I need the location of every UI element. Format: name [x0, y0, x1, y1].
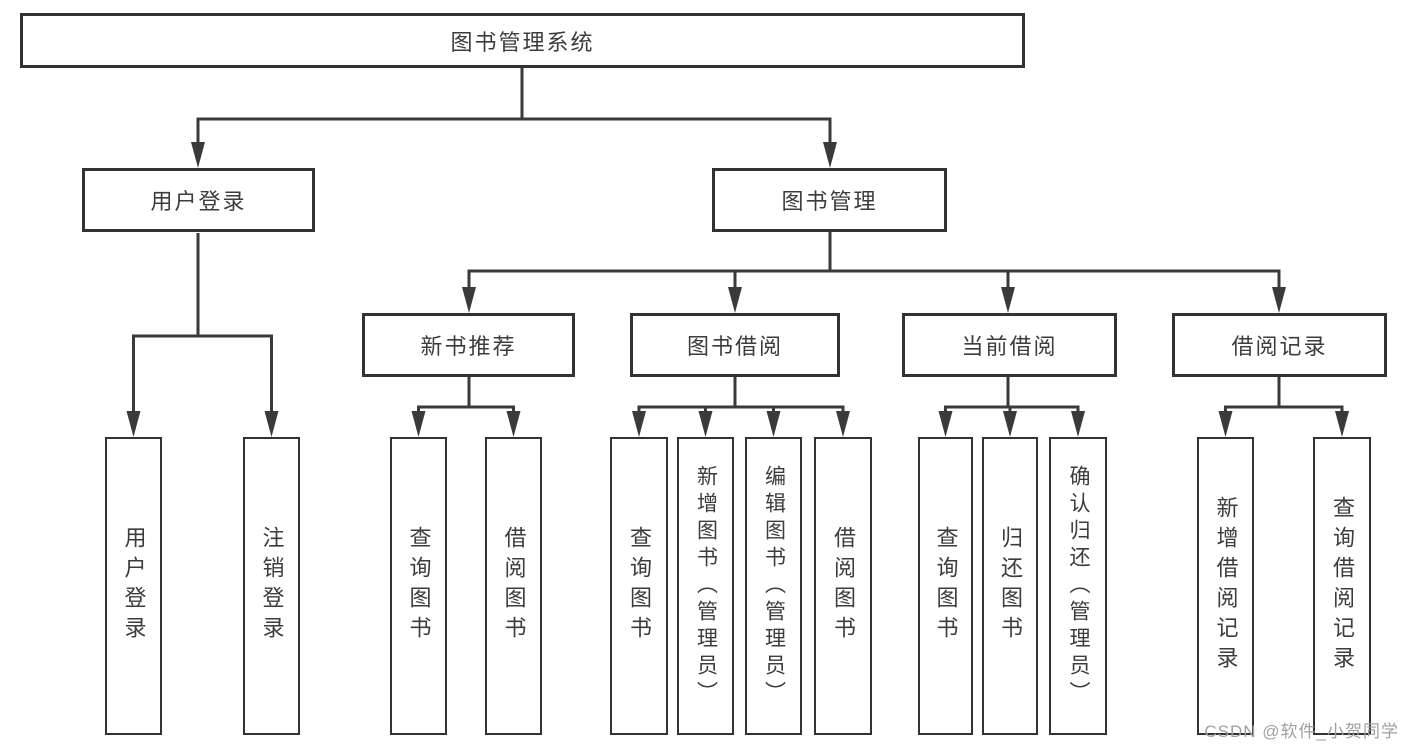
arrowheads — [126, 142, 1349, 437]
node-user-login-group: 用户登录 — [82, 168, 315, 232]
arrowhead — [1218, 411, 1233, 437]
node-leaf-br-query-record: 查询借阅记录 — [1313, 437, 1371, 735]
arrowhead — [1335, 411, 1349, 437]
node-current-borrow: 当前借阅 — [902, 313, 1117, 377]
connector-lines — [132, 66, 1344, 413]
arrowhead — [938, 411, 953, 437]
node-leaf-cb-confirm-return-admin: 确认归还（管理员） — [1049, 437, 1107, 735]
node-leaf-cb-return-book: 归还图书 — [982, 437, 1038, 735]
node-leaf-bb-add-book-admin: 新增图书（管理员） — [677, 437, 734, 735]
arrowhead — [126, 411, 141, 437]
arrowhead — [1003, 411, 1017, 437]
node-book-management: 图书管理 — [712, 168, 947, 232]
arrowhead — [506, 411, 521, 437]
arrowhead — [264, 411, 279, 437]
node-leaf-bb-borrow-book: 借阅图书 — [814, 437, 872, 735]
arrowhead — [632, 411, 646, 437]
node-leaf-user-login: 用户登录 — [105, 437, 162, 735]
arrowhead — [462, 287, 476, 313]
node-leaf-cb-query-book: 查询图书 — [918, 437, 973, 735]
node-leaf-bb-edit-book-admin: 编辑图书（管理员） — [745, 437, 802, 735]
node-book-borrow: 图书借阅 — [630, 313, 840, 377]
node-library-system: 图书管理系统 — [20, 13, 1025, 68]
arrowhead — [191, 142, 205, 168]
arrowhead — [1272, 287, 1286, 313]
csdn-watermark: CSDN @软件_小贺同学 — [1204, 722, 1399, 741]
arrowhead — [836, 411, 850, 437]
node-leaf-br-add-record: 新增借阅记录 — [1197, 437, 1254, 735]
node-leaf-nbr-borrow-book: 借阅图书 — [485, 437, 542, 735]
arrowhead — [1001, 287, 1015, 313]
node-borrow-record: 借阅记录 — [1172, 313, 1387, 377]
node-leaf-logout: 注销登录 — [243, 437, 300, 735]
arrowhead — [698, 411, 713, 437]
arrowhead — [1071, 411, 1085, 437]
arrowhead — [766, 411, 781, 437]
node-leaf-nbr-query-book: 查询图书 — [390, 437, 447, 735]
node-leaf-bb-query-book: 查询图书 — [610, 437, 668, 735]
arrowhead — [411, 411, 426, 437]
arrowhead — [728, 287, 742, 313]
connector-path — [132, 66, 1344, 413]
arrowhead — [823, 142, 837, 168]
node-new-book-recommend: 新书推荐 — [362, 313, 575, 377]
